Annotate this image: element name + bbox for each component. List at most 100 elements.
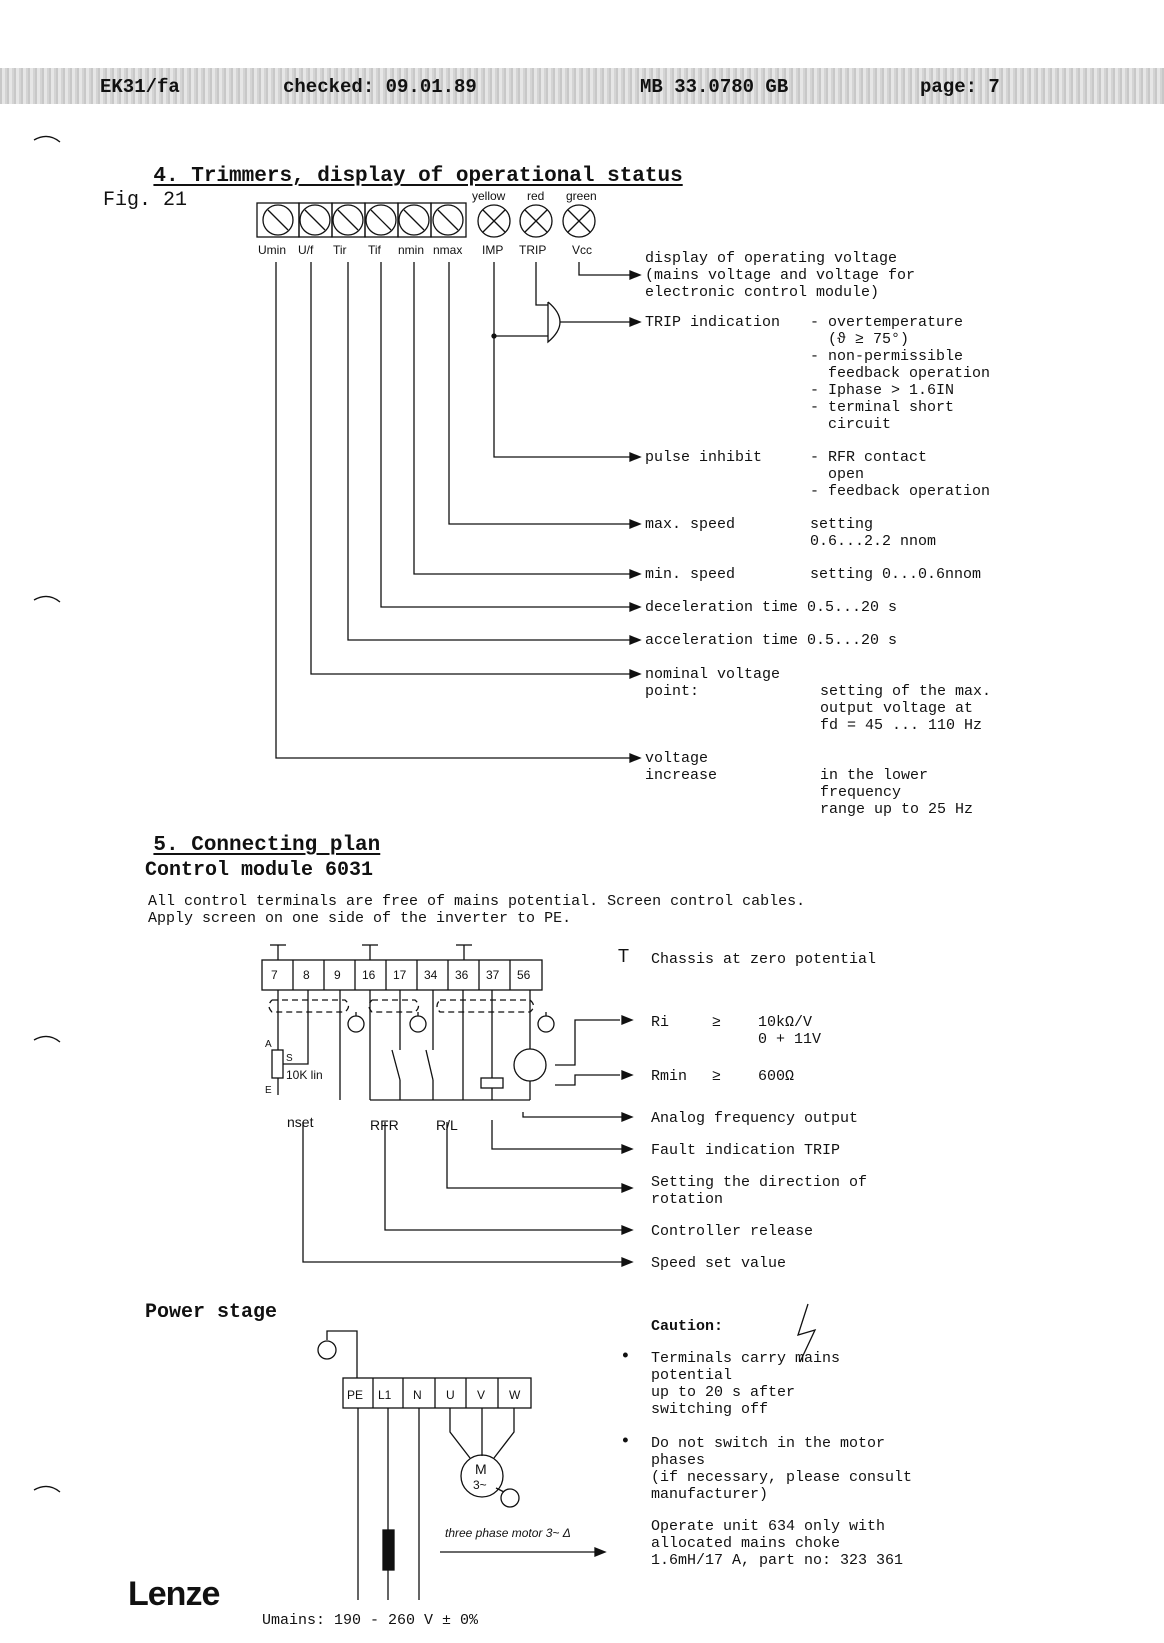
term-16: 16: [362, 968, 376, 982]
rmin-label: Rmin: [651, 1068, 688, 1085]
caution-2-line-1: Do not switch in the motor: [651, 1435, 886, 1452]
term-9: 9: [334, 968, 341, 982]
caution-title: Caution:: [651, 1318, 724, 1335]
decel-line: deceleration time 0.5...20 s: [645, 599, 898, 616]
term-56: 56: [517, 968, 531, 982]
term-37: 37: [486, 968, 500, 982]
trip-desc-4: feedback operation: [810, 365, 991, 382]
caution-3-line-3: 1.6mH/17 A, part no: 323 361: [651, 1552, 904, 1569]
ri-value: 10kΩ/V: [758, 1014, 813, 1031]
caution-2-line-4: manufacturer): [651, 1486, 769, 1503]
voltage-desc-3: range up to 25 Hz: [820, 801, 974, 818]
chassis-symbol: T: [618, 946, 629, 966]
out-analog: Analog frequency output: [651, 1110, 859, 1127]
section-4-title: 4. Trimmers, display of operational stat…: [153, 165, 683, 188]
trip-desc-3: - non-permissible: [810, 348, 964, 365]
pot-pin-s: S: [286, 1053, 293, 1064]
intro-line-1: All control terminals are free of mains …: [148, 893, 806, 910]
caution-1-line-1: Terminals carry mains: [651, 1350, 841, 1367]
pulse-desc-1: - RFR contact: [810, 449, 928, 466]
trimmer-tir: Tir: [333, 243, 347, 257]
term-17: 17: [393, 968, 407, 982]
trimmer-uf: U/f: [298, 243, 314, 257]
pterm-u: U: [446, 1388, 455, 1402]
motor-m: M: [475, 1461, 487, 1477]
lamp-imp-label: IMP: [482, 243, 504, 257]
trimmer-nmax: nmax: [433, 243, 463, 257]
ri-ge: ≥: [712, 1014, 722, 1031]
lamp-trip-label: TRIP: [519, 243, 547, 257]
group-nset: nset: [287, 1114, 314, 1130]
motor-label: three phase motor 3~ Δ: [445, 1526, 571, 1540]
minspeed-desc: setting 0...0.6nnom: [810, 566, 982, 583]
voltage-label-1: voltage: [645, 750, 709, 767]
pterm-v: V: [477, 1388, 486, 1402]
group-rfr: RFR: [370, 1117, 399, 1133]
trip-label: TRIP indication: [645, 314, 781, 331]
caution-2-line-3: (if necessary, please consult: [651, 1469, 913, 1486]
pterm-w: W: [509, 1388, 521, 1402]
checked-date: checked: 09.01.89: [283, 76, 477, 98]
power-stage-title: Power stage: [145, 1301, 278, 1324]
doc-reference: MB 33.0780 GB: [640, 76, 789, 98]
nominal-desc-2: output voltage at: [820, 700, 974, 717]
mains-voltage: Umains: 190 - 260 V ± 0%: [262, 1612, 479, 1629]
trip-desc-2: (ϑ ≥ 75°): [810, 331, 910, 348]
lamp-yellow-label: yellow: [472, 189, 506, 203]
figure-label: Fig. 21: [103, 189, 188, 212]
maxspeed-desc-2: 0.6...2.2 nnom: [810, 533, 937, 550]
trip-desc-5: - Iphase > 1.6IN: [810, 382, 955, 399]
pterm-pe: PE: [347, 1388, 364, 1402]
lamp-red-label: red: [527, 189, 545, 203]
term-7: 7: [271, 968, 278, 982]
chassis-text: Chassis at zero potential: [651, 951, 877, 968]
pot-pin-a: A: [265, 1039, 272, 1050]
pterm-l1: L1: [378, 1388, 392, 1402]
bullet-2: •: [620, 1432, 631, 1452]
motor-3ph: 3~: [473, 1478, 487, 1492]
page-number: page: 7: [920, 76, 1000, 98]
pot-label: 10K lin: [286, 1068, 323, 1082]
intro-line-2: Apply screen on one side of the inverter…: [148, 910, 572, 927]
accel-line: acceleration time 0.5...20 s: [645, 632, 898, 649]
control-module-title: Control module 6031: [145, 859, 374, 882]
trip-desc-1: - overtemperature: [810, 314, 964, 331]
voltage-desc-2: frequency: [820, 784, 902, 801]
pulse-desc-2: open: [810, 466, 865, 483]
rmin-value: 600Ω: [758, 1068, 795, 1085]
caution-3-line-2: allocated mains choke: [651, 1535, 841, 1552]
voltage-desc-1: in the lower: [820, 767, 929, 784]
out-fault: Fault indication TRIP: [651, 1142, 841, 1159]
voltage-label-2: increase: [645, 767, 718, 784]
pulse-desc-3: - feedback operation: [810, 483, 991, 500]
trimmer-nmin: nmin: [398, 243, 425, 257]
nominal-label-1: nominal voltage: [645, 666, 781, 683]
caution-3-line-1: Operate unit 634 only with: [651, 1518, 886, 1535]
caution-2-line-2: phases: [651, 1452, 706, 1469]
caution-1-line-2: potential: [651, 1367, 733, 1384]
term-8: 8: [303, 968, 310, 982]
nominal-label-2: point:: [645, 683, 700, 700]
out-speed: Speed set value: [651, 1255, 787, 1272]
minspeed-label: min. speed: [645, 566, 736, 583]
vcc-desc-3: electronic control module): [645, 284, 880, 301]
page-header: EK31/fa checked: 09.01.89 MB 33.0780 GB …: [0, 68, 1164, 104]
term-36: 36: [455, 968, 469, 982]
group-rl: R/L: [436, 1117, 458, 1133]
lamp-vcc-label: Vcc: [572, 243, 593, 257]
vcc-desc-1: display of operating voltage: [645, 250, 898, 267]
brand-logo: Lenze: [128, 1575, 220, 1613]
vcc-desc-2: (mains voltage and voltage for: [645, 267, 916, 284]
nominal-desc-3: fd = 45 ... 110 Hz: [820, 717, 983, 734]
caution-1-line-3: up to 20 s after: [651, 1384, 796, 1401]
pulse-label: pulse inhibit: [645, 449, 763, 466]
pterm-n: N: [413, 1388, 422, 1402]
pot-pin-e: E: [265, 1085, 272, 1096]
maxspeed-desc-1: setting: [810, 516, 874, 533]
section-5-title: 5. Connecting plan: [153, 834, 381, 857]
